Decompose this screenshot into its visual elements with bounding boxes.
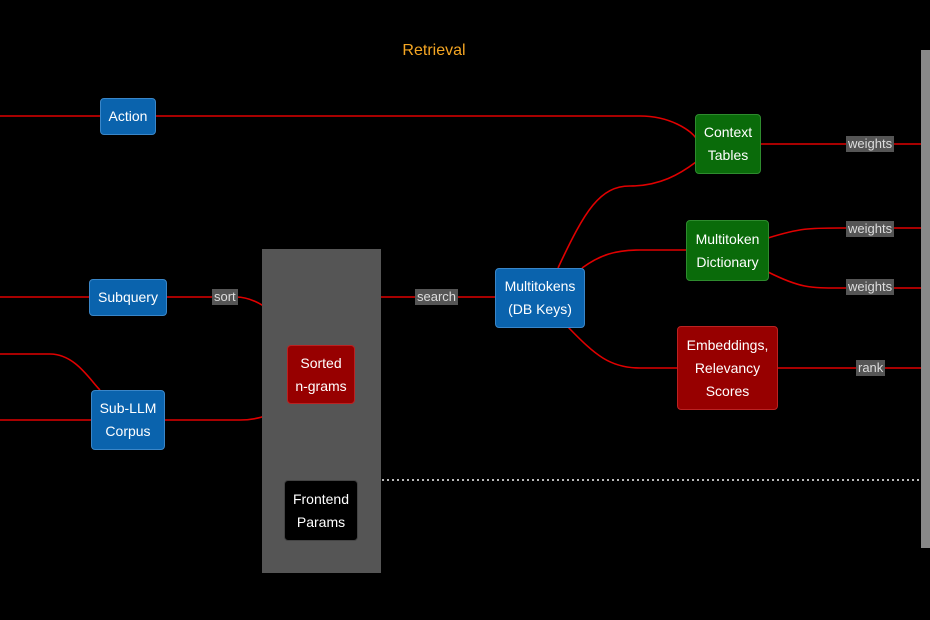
- multitokens-node[interactable]: Multitokens (DB Keys): [495, 268, 585, 328]
- sub-llm-corpus-node[interactable]: Sub-LLM Corpus: [91, 390, 165, 450]
- sub-llm-label: Sub-LLM: [99, 400, 157, 416]
- params-label: Params: [296, 513, 346, 530]
- edge-multitokens-dictionary: [581, 249, 687, 269]
- edge-in-subllm-a: [0, 353, 101, 391]
- embeddings-label: Embeddings,: [686, 336, 769, 353]
- dictionary-label: Dictionary: [696, 253, 759, 270]
- edge-label-rank: rank: [856, 360, 886, 376]
- action-node[interactable]: Action: [100, 98, 156, 135]
- edge-multitokens-context: [557, 161, 697, 269]
- corpus-label: Corpus: [105, 423, 151, 439]
- multitoken-label: Multitoken: [695, 230, 760, 247]
- edge-action-context: [156, 115, 697, 139]
- db-keys-label: (DB Keys): [508, 301, 572, 317]
- tables-label: Tables: [707, 147, 749, 163]
- diagram-title: Retrieval: [402, 42, 466, 59]
- edge-label-weights-dictionary-1: weights: [846, 221, 895, 237]
- multitoken-dictionary-node[interactable]: Multitoken Dictionary: [686, 220, 769, 281]
- edge-label-search: search: [415, 289, 459, 305]
- sorted-label: Sorted: [300, 354, 342, 371]
- edge-label-weights-dictionary-2: weights: [846, 279, 895, 295]
- ngrams-label: n-grams: [295, 377, 347, 394]
- sorted-ngrams-node[interactable]: Sorted n-grams: [287, 345, 355, 404]
- edge-dictionary-out-1: [767, 227, 930, 239]
- right-side-panel: [921, 50, 930, 548]
- edge-dictionary-out-2: [767, 271, 930, 289]
- edge-label-weights-context: weights: [846, 136, 895, 152]
- context-tables-node[interactable]: Context Tables: [695, 114, 761, 174]
- edge-label-sort: sort: [212, 289, 238, 305]
- relevancy-label: Relevancy: [694, 359, 761, 376]
- frontend-label: Frontend: [292, 490, 350, 507]
- subquery-label: Subquery: [98, 289, 158, 305]
- embeddings-node[interactable]: Embeddings, Relevancy Scores: [677, 326, 778, 410]
- subquery-node[interactable]: Subquery: [89, 279, 167, 316]
- action-label: Action: [108, 108, 148, 124]
- frontend-params-node[interactable]: Frontend Params: [284, 480, 358, 541]
- context-label: Context: [703, 124, 753, 140]
- edge-multitokens-embeddings: [567, 326, 678, 369]
- scores-label: Scores: [705, 382, 750, 399]
- multitokens-label: Multitokens: [504, 278, 576, 294]
